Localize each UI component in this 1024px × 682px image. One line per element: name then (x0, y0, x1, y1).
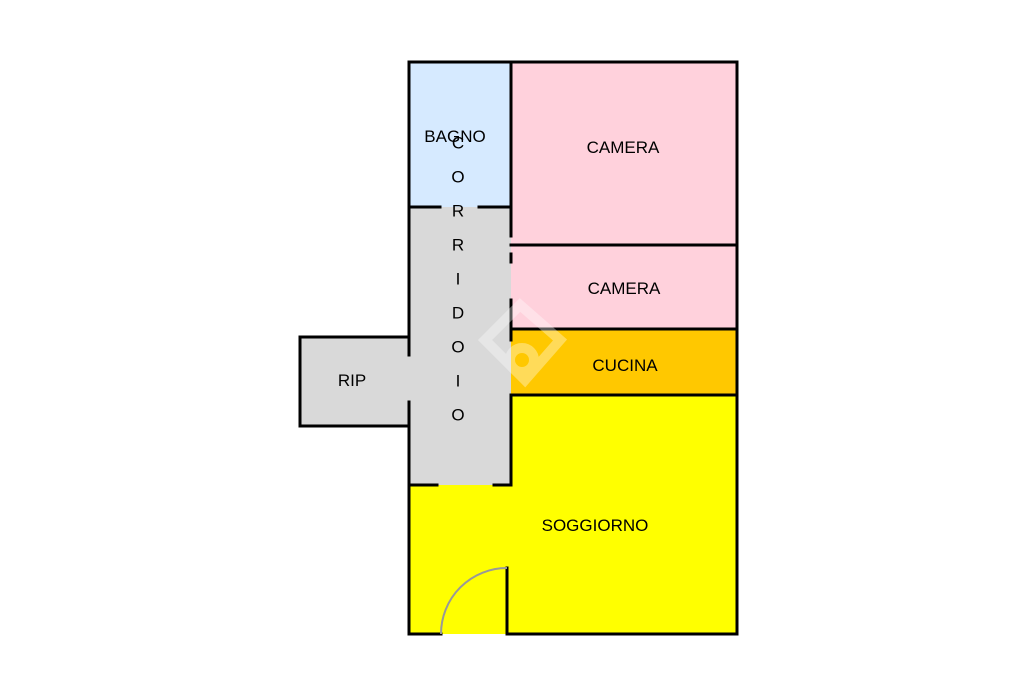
camera-room-top (511, 62, 737, 245)
entrance-door-swing (440, 567, 508, 635)
camera-room-middle (511, 245, 737, 329)
watermark-logo (477, 298, 568, 388)
soggiorno-room (409, 395, 737, 634)
bagno-room (409, 62, 511, 207)
rip-room (300, 337, 409, 426)
corridoio-label: C O R R I D O I O (449, 134, 468, 423)
bagno-label: BAGNO (424, 127, 485, 146)
rip-label: RIP (338, 371, 366, 390)
camera-label-middle: CAMERA (588, 279, 661, 298)
camera-label-top: CAMERA (587, 138, 660, 157)
cucina-label: CUCINA (592, 356, 658, 375)
walls (298, 60, 739, 636)
soggiorno-label: SOGGIORNO (542, 516, 649, 535)
cucina-room (511, 329, 737, 395)
corridoio-room (409, 207, 511, 485)
